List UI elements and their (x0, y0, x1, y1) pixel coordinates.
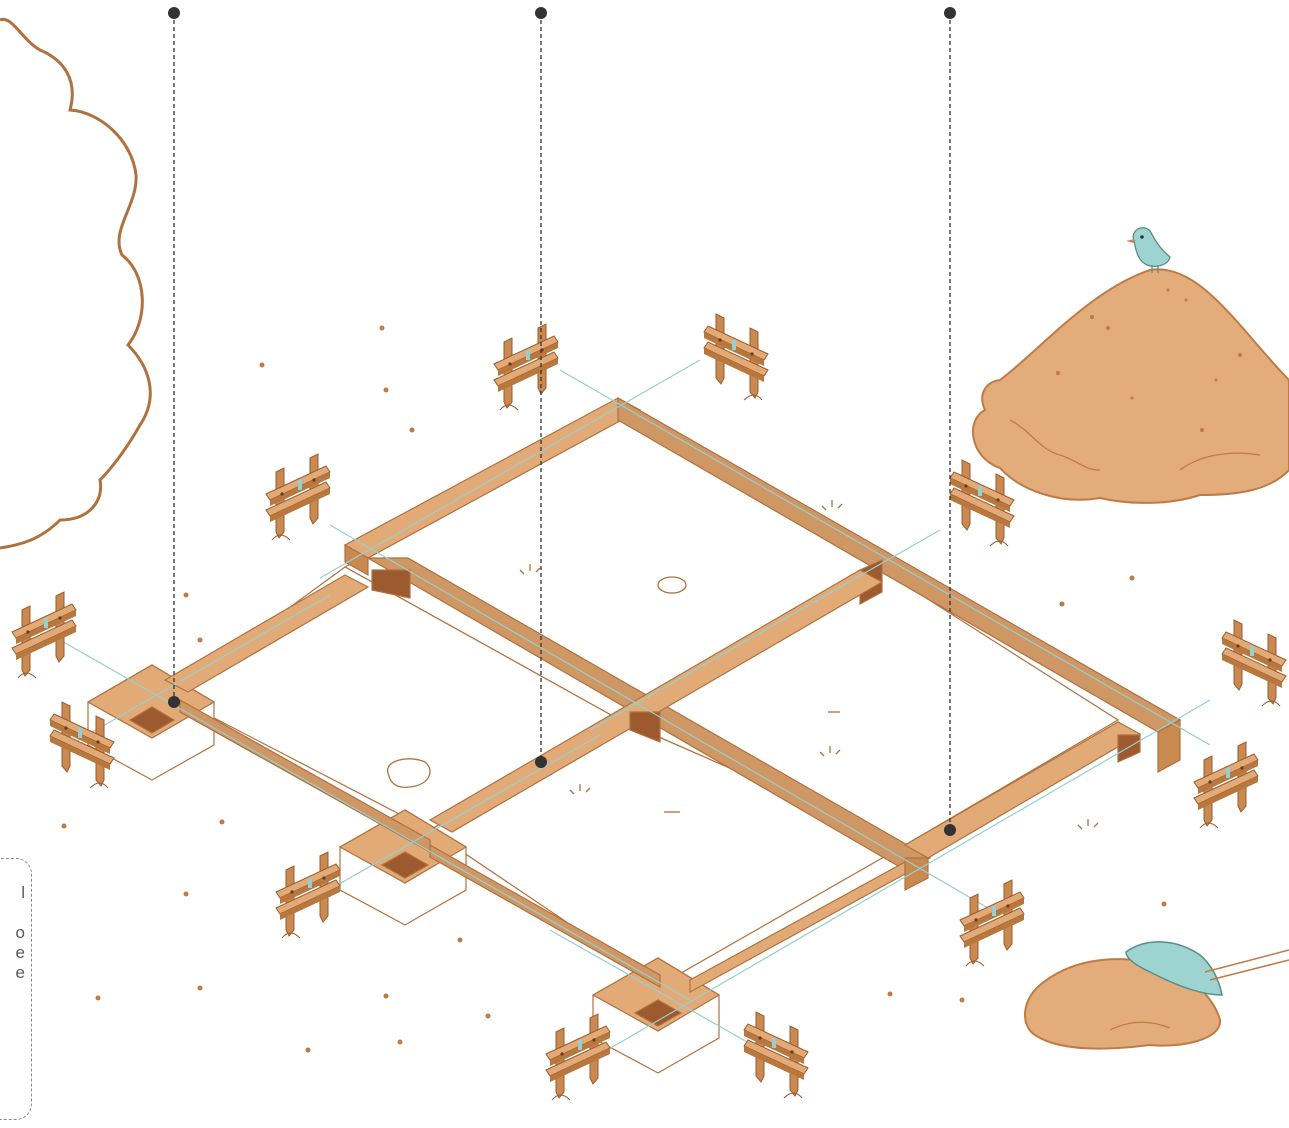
leader-top-dot-2 (535, 7, 547, 19)
batter-board-icon (494, 324, 558, 410)
batter-board-icon (744, 1012, 808, 1098)
batter-board-icon (266, 454, 330, 540)
leader-end-dot-3 (944, 824, 956, 836)
batter-board-icon (1194, 742, 1258, 828)
callout-text: l o e e (0, 883, 25, 983)
tree-canopy (0, 19, 150, 548)
batter-board-icon (960, 880, 1024, 966)
batter-board-icon (704, 314, 768, 400)
batter-board-icon (1222, 620, 1286, 706)
leader-end-dot-2 (535, 756, 547, 768)
leader-top-dot-1 (168, 7, 180, 19)
batter-board-icon (12, 592, 76, 678)
callout-panel: l o e e (0, 858, 32, 1120)
dirt-pile-large (973, 269, 1289, 503)
bird-icon (1126, 228, 1170, 273)
leader-end-dot-1 (168, 696, 180, 708)
batter-board-icon (276, 852, 340, 938)
leader-top-dot-3 (944, 7, 956, 19)
